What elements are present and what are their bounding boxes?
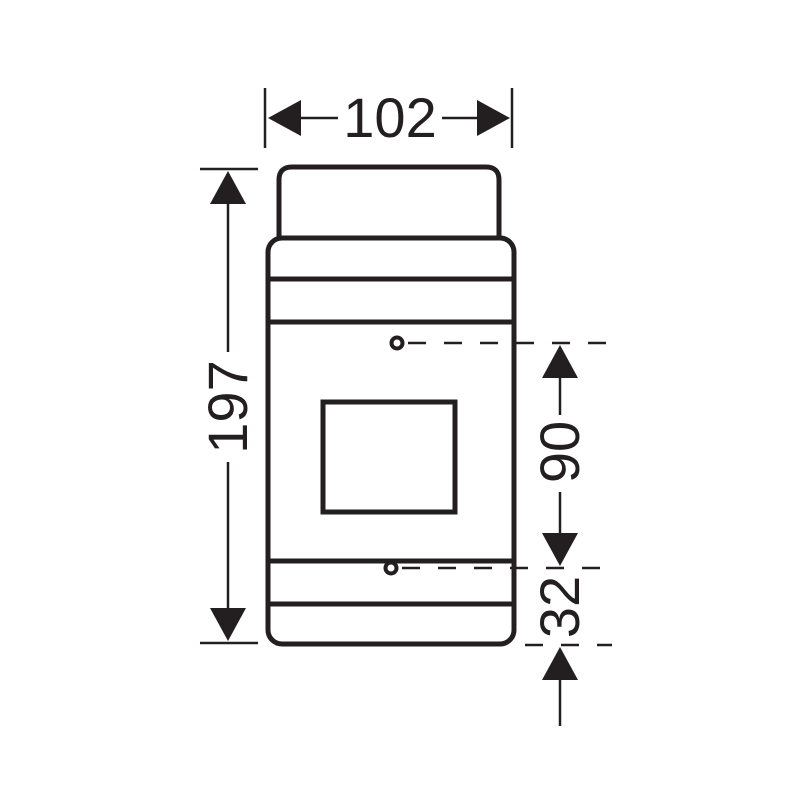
hole-spacing-label: 90 — [528, 421, 591, 483]
viewing-window — [320, 399, 458, 515]
enclosure-body — [265, 235, 517, 647]
reference-lines — [402, 341, 612, 647]
hole-spacing-arrow-down-icon — [542, 533, 578, 566]
width-label: 102 — [343, 86, 436, 149]
height-label: 197 — [196, 360, 259, 453]
height-arrow-down-icon — [210, 608, 246, 641]
height-arrow-up-icon — [210, 171, 246, 204]
width-dimension: 102 — [263, 86, 514, 149]
bottom-offset-label: 32 — [528, 576, 591, 638]
enclosure-cap — [276, 164, 502, 237]
bottom-offset-dimension: 32 — [528, 576, 591, 726]
width-arrow-left-icon — [268, 100, 301, 136]
bottom-offset-arrow-up-icon — [542, 647, 578, 680]
upper-mounting-hole-icon — [389, 335, 405, 351]
lower-mounting-hole-icon — [383, 560, 399, 576]
height-dimension: 197 — [196, 167, 259, 645]
hole-spacing-arrow-up-icon — [542, 345, 578, 378]
hole-spacing-dimension: 90 — [528, 345, 591, 566]
width-arrow-right-icon — [477, 100, 510, 136]
